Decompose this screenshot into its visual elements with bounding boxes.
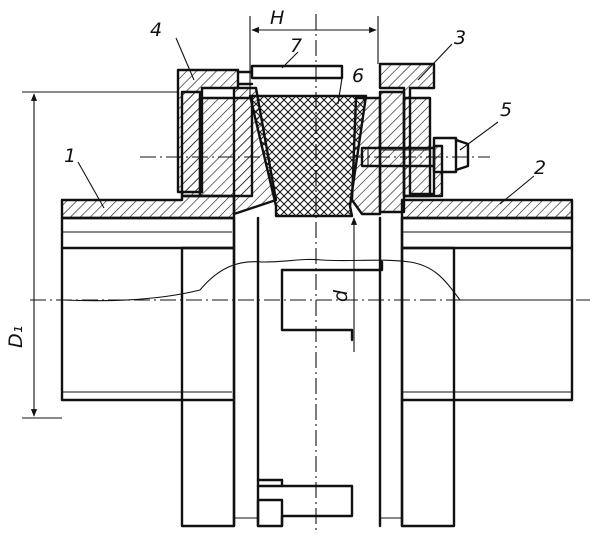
jaw-region — [232, 216, 404, 528]
part-label-2: 2 — [534, 157, 546, 179]
key — [250, 64, 344, 80]
left-hub-section — [60, 86, 278, 220]
outer-ring-left — [176, 68, 240, 194]
break-line — [61, 258, 572, 302]
part-label-3: 3 — [454, 27, 466, 49]
left-hub-body — [60, 216, 236, 528]
outer-ring-right — [378, 62, 444, 214]
part-label-1: 1 — [64, 145, 76, 167]
label-d: d — [330, 289, 352, 302]
leader-lines — [77, 37, 535, 209]
part-label-4: 4 — [150, 19, 162, 41]
label-h: H — [270, 7, 284, 29]
dimension-d1 — [22, 91, 178, 419]
dimension-h — [249, 16, 379, 98]
elastic-element — [248, 94, 368, 218]
part-label-6: 6 — [352, 65, 364, 87]
part-label-7: 7 — [290, 35, 302, 57]
part-label-5: 5 — [500, 99, 512, 121]
right-hub-body — [400, 216, 574, 528]
label-d1: D₁ — [5, 326, 27, 348]
